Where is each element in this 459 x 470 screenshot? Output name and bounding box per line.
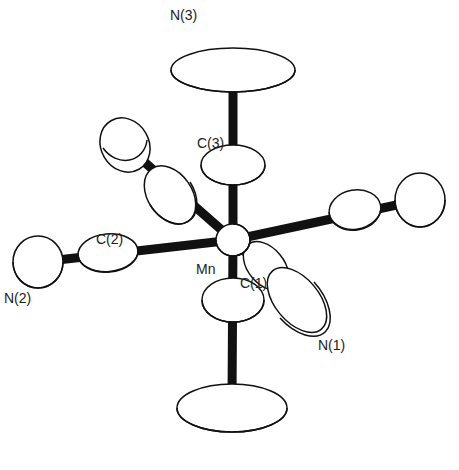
atom-label: C(3)	[197, 136, 224, 150]
atom-label: N(2)	[4, 291, 31, 305]
atom-label: C(2)	[96, 232, 123, 246]
atom-label: N(1)	[318, 338, 345, 352]
atom-label: C(1)	[240, 276, 267, 290]
atom-label: N(3)	[170, 8, 197, 22]
atom-label: Mn	[196, 262, 215, 276]
